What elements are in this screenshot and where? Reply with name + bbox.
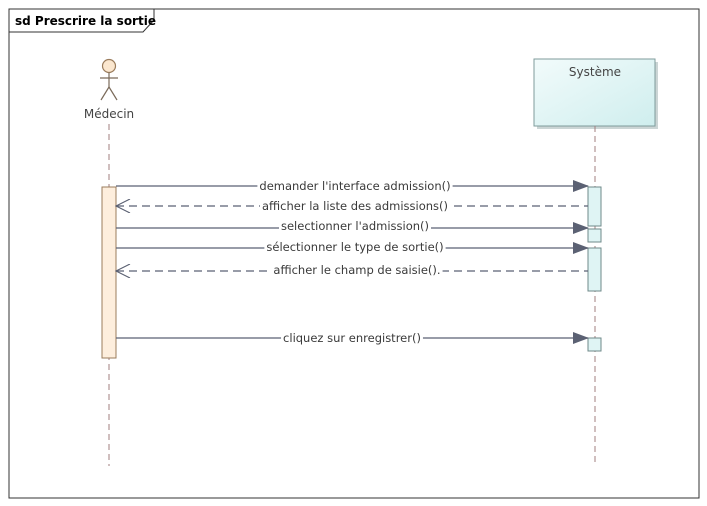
actor-name: Médecin xyxy=(84,107,134,121)
participant-systeme[interactable]: Système xyxy=(533,58,658,129)
message-5[interactable]: afficher le champ de saisie(). xyxy=(116,263,588,277)
message-1[interactable]: demander l'interface admission() xyxy=(116,179,589,193)
system-activation-bar xyxy=(587,186,602,227)
message-label-background xyxy=(281,331,423,345)
message-label: afficher la liste des admissions() xyxy=(262,199,448,213)
stick-figure-icon xyxy=(100,58,118,101)
actor-medecin[interactable]: Médecin xyxy=(84,58,134,122)
message-4[interactable]: sélectionner le type de sortie() xyxy=(116,240,589,254)
system-name: Système xyxy=(569,65,621,79)
message-label-background xyxy=(278,219,432,233)
message-label-background xyxy=(264,240,446,254)
message-2[interactable]: afficher la liste des admissions() xyxy=(116,199,588,213)
message-label: demander l'interface admission() xyxy=(259,179,450,193)
sd-frame-title-tab xyxy=(8,8,155,33)
message-3[interactable]: selectionner l'admission() xyxy=(116,219,589,234)
frame-title: sd Prescrire la sortie xyxy=(15,14,156,28)
message-label: cliquez sur enregistrer() xyxy=(283,331,421,345)
system-activation-bar xyxy=(587,228,602,243)
sd-frame xyxy=(8,8,700,499)
message-label-background xyxy=(271,263,443,277)
message-label-background xyxy=(257,179,453,193)
message-label: afficher le champ de saisie(). xyxy=(273,263,440,277)
actor-activation-bar xyxy=(101,186,117,359)
system-activation-bar xyxy=(587,337,602,352)
system-activation-bar xyxy=(587,247,602,292)
message-label: selectionner l'admission() xyxy=(281,219,429,233)
message-label-background xyxy=(260,199,450,213)
message-6[interactable]: cliquez sur enregistrer() xyxy=(116,331,589,345)
message-label: sélectionner le type de sortie() xyxy=(266,240,443,254)
